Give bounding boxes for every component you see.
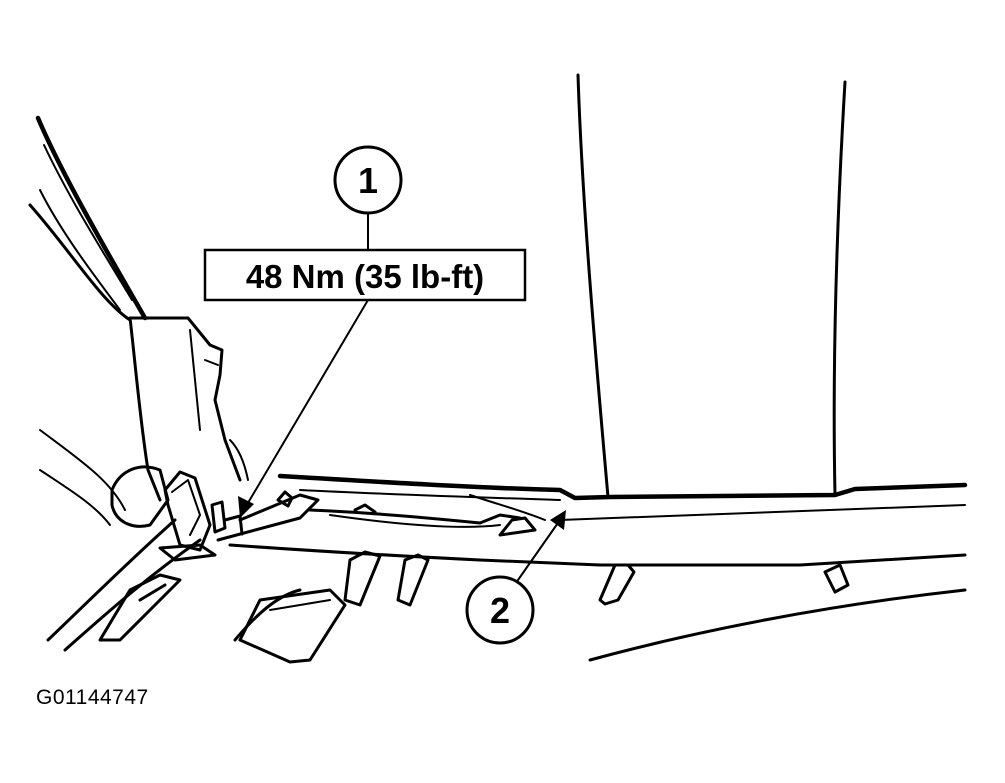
callout-1-arrowhead <box>238 496 254 518</box>
sill-edge <box>228 473 968 662</box>
callout-2-circle <box>465 575 535 645</box>
callout-2-arrowhead <box>550 510 566 530</box>
figure-id: G01144747 <box>36 686 149 709</box>
callout-1: 1 48 Nm (35 lb-ft) <box>203 145 527 302</box>
floor-ribs <box>98 550 850 664</box>
callout-2-leader <box>517 519 561 581</box>
callout-1-circle <box>333 145 403 215</box>
door-pillar <box>28 115 249 502</box>
torque-label-box <box>203 248 527 302</box>
torque-spec-label: 48 Nm (35 lb-ft) <box>246 258 484 295</box>
callout-2-number: 2 <box>490 590 510 631</box>
callout-1-number: 1 <box>358 160 378 201</box>
callout-1-leader <box>244 299 369 509</box>
door-panel <box>576 73 847 499</box>
leader-lines <box>238 211 566 581</box>
floor-left-contours <box>39 429 202 652</box>
callout-2: 2 <box>465 575 535 645</box>
